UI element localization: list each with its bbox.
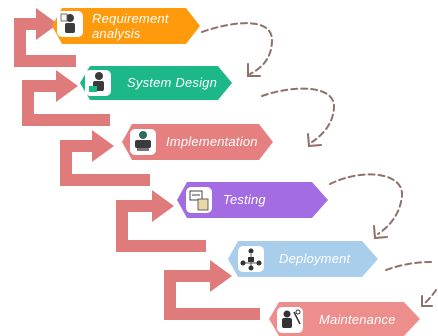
dashed-arrow-2 bbox=[261, 87, 336, 143]
dashed-arrow-1 bbox=[201, 22, 274, 75]
dashed-arrow-2-head bbox=[307, 133, 322, 148]
stage-label-maintenance: Maintenance bbox=[319, 312, 396, 327]
stage-banners bbox=[52, 8, 420, 336]
dashed-arrow-1-head bbox=[247, 63, 261, 77]
stage-label-testing: Testing bbox=[223, 192, 266, 207]
stage-label-deployment: Deployment bbox=[279, 251, 351, 266]
dashed-arrow-5 bbox=[423, 289, 437, 305]
stage-label-implementation: Implementation bbox=[166, 134, 258, 149]
dashed-arrow-3 bbox=[329, 173, 404, 235]
dashed-arrow-3-head bbox=[373, 225, 388, 240]
stage-banner-maintenance bbox=[269, 302, 420, 336]
dashed-arrow-4 bbox=[385, 261, 433, 271]
return-arrow-implementation-to-design bbox=[22, 70, 110, 126]
developer-icon bbox=[130, 129, 156, 155]
icon-badges bbox=[57, 11, 303, 333]
stage-banner-testing bbox=[177, 182, 328, 218]
stage-banner-requirement bbox=[52, 8, 200, 44]
return-arrows bbox=[14, 8, 260, 320]
stage-banner-design bbox=[80, 66, 232, 100]
stage-banner-implementation bbox=[122, 124, 273, 160]
return-arrow-deployment-to-testing bbox=[116, 190, 206, 252]
analyst-icon bbox=[57, 11, 83, 37]
stage-label-requirement: Requirement analysis bbox=[92, 11, 169, 41]
stage-label-design: System Design bbox=[127, 75, 218, 90]
dashed-arrows bbox=[201, 22, 437, 307]
return-arrow-design-to-requirement bbox=[14, 8, 76, 67]
dashed-arrow-5-head bbox=[421, 295, 433, 307]
maintenance-icon bbox=[277, 307, 303, 333]
deployment-network-icon bbox=[238, 246, 264, 272]
tester-icon bbox=[186, 187, 212, 213]
return-arrow-testing-to-implementation bbox=[60, 130, 150, 186]
designer-icon bbox=[85, 70, 111, 96]
stage-banner-deployment bbox=[228, 241, 378, 277]
return-arrow-maintenance-to-deployment bbox=[164, 260, 260, 320]
